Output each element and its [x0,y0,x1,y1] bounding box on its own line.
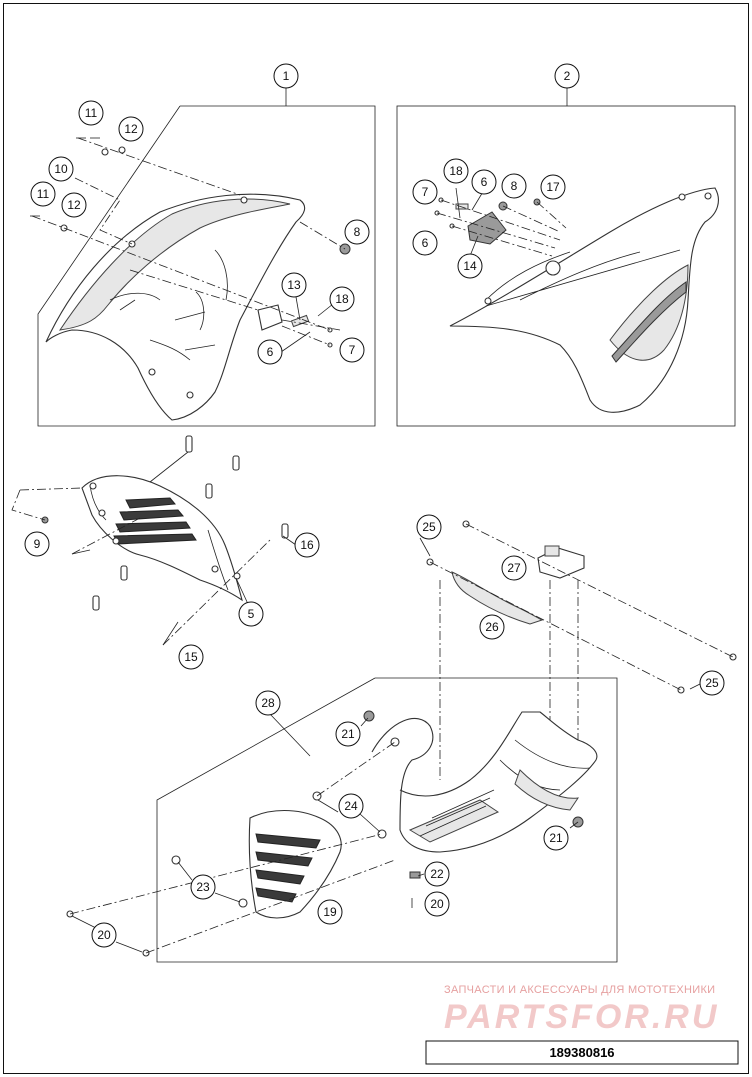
callout-label: 26 [485,620,499,634]
callout-label: 8 [511,179,518,193]
drawing-frame [3,3,749,1074]
callout-label: 6 [267,345,274,359]
callout-13: 13 [281,272,307,298]
callout-label: 6 [422,236,429,250]
callout-6: 6 [257,339,283,365]
group-2-frame [396,88,736,427]
callout-label: 27 [507,561,521,575]
side-cover-part-19 [66,810,413,957]
callout-label: 8 [354,225,361,239]
callout-label: 24 [344,799,358,813]
callout-6c: 6 [412,230,438,256]
callout-25b: 25 [699,670,725,696]
callout-label: 2 [564,69,571,83]
callout-18: 18 [329,286,355,312]
group-2-fasteners [434,197,541,245]
callout-24: 24 [338,793,364,819]
callout-label: 5 [248,607,255,621]
group-2-leaders [436,187,567,257]
callout-label: 12 [124,122,138,136]
watermark-logo: PARTSFOR.RU [444,998,719,1036]
group-28-frame [156,677,618,963]
callout-21b: 21 [543,825,569,851]
callout-9: 9 [24,531,50,557]
callout-15: 15 [178,644,204,670]
callout-label: 15 [184,650,198,664]
left-side-panel [45,193,306,421]
callout-18b: 18 [443,158,469,184]
shroud-part-5-leaders [11,451,297,646]
callout-7: 7 [339,337,365,363]
group-28-leaders [69,717,579,954]
callout-12b: 12 [61,192,87,218]
callout-label: 18 [335,292,349,306]
watermark-tagline: ЗАПЧАСТИ И АКСЕССУАРЫ ДЛЯ МОТОТЕХНИКИ [444,984,715,996]
callout-6b: 6 [471,169,497,195]
callout-20: 20 [424,891,450,917]
callout-27: 27 [501,555,527,581]
callout-21: 21 [335,721,361,747]
part-number: 189380816 [549,1045,614,1060]
callout-22: 22 [424,861,450,887]
callout-10: 10 [48,156,74,182]
shroud-part-5-fasteners [41,435,289,646]
callout-23: 23 [190,874,216,900]
part-number-box [425,1040,739,1065]
callout-14: 14 [457,253,483,279]
callout-11b: 11 [30,181,56,207]
callout-label: 21 [549,831,563,845]
skid-plate-part-28 [312,710,598,879]
callout-label: 9 [34,537,41,551]
callout-label: 23 [196,880,210,894]
callout-label: 18 [449,164,463,178]
callout-label: 17 [546,180,560,194]
bracket-group-26-27 [426,520,737,694]
callout-label: 11 [37,187,50,201]
callout-11: 11 [78,100,104,126]
callout-label: 25 [422,520,436,534]
callout-7b: 7 [412,179,438,205]
callout-label: 21 [341,727,355,741]
callout-2: 2 [554,63,580,89]
callout-label: 11 [85,106,98,120]
callout-label: 6 [481,175,488,189]
callout-label: 20 [430,897,444,911]
group-1-leaders [31,137,346,353]
callout-label: 10 [54,162,68,176]
callout-20b: 20 [91,922,117,948]
callout-label: 7 [422,185,429,199]
callout-label: 25 [705,676,719,690]
callout-label: 20 [97,928,111,942]
callout-label: 22 [430,867,444,881]
callout-5: 5 [238,601,264,627]
callout-8b: 8 [501,173,527,199]
callout-28: 28 [255,690,281,716]
callout-label: 12 [67,198,81,212]
callout-26: 26 [479,614,505,640]
callout-label: 16 [300,538,314,552]
callout-label: 28 [261,696,275,710]
shroud-part-5 [81,475,243,602]
callout-label: 19 [323,905,337,919]
callout-25: 25 [416,514,442,540]
callout-8: 8 [344,219,370,245]
callout-19: 19 [317,899,343,925]
callout-label: 13 [287,278,301,292]
callout-17: 17 [540,174,566,200]
callout-label: 7 [349,343,356,357]
right-side-panel [449,187,719,413]
callout-12: 12 [118,116,144,142]
callout-16: 16 [294,532,320,558]
callout-label: 14 [463,259,477,273]
group-1-frame [37,88,376,427]
callout-1: 1 [273,63,299,89]
callout-label: 1 [283,69,290,83]
group-1-fasteners [30,137,351,348]
